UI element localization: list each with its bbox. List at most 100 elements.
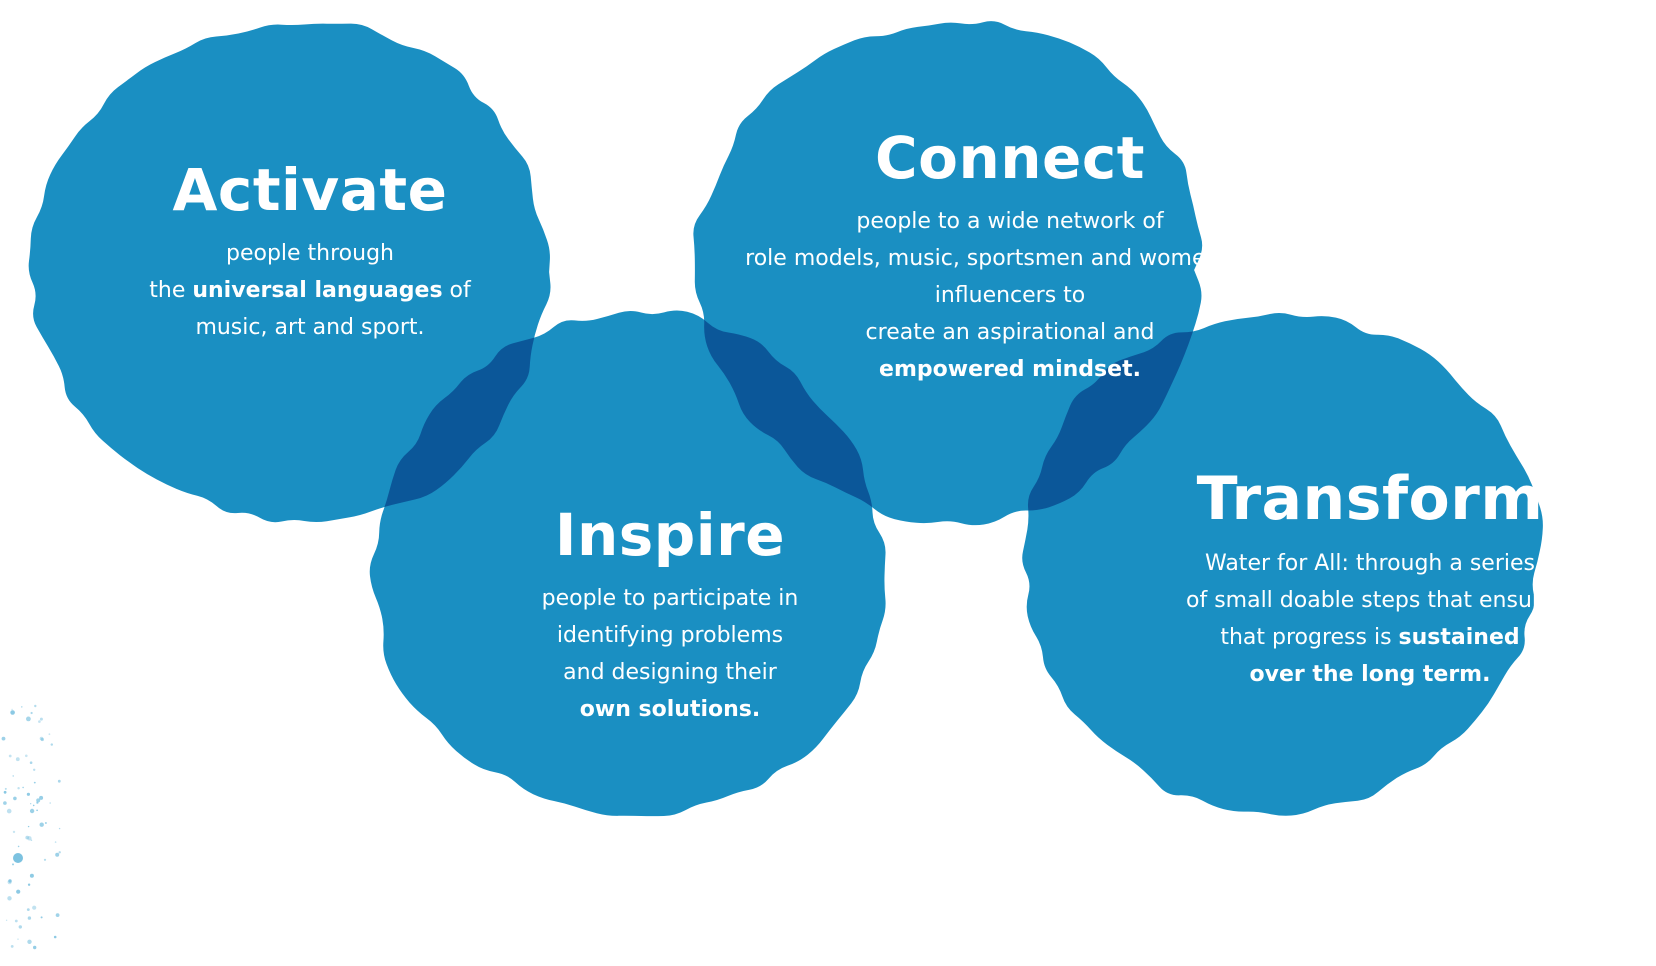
speckle-dot: [5, 919, 8, 921]
speckle-dot: [1, 736, 6, 741]
emphasis-text: sustained: [1398, 625, 1520, 650]
connect-transform-overlap: [1022, 312, 1203, 526]
speckle-dot: [12, 830, 16, 834]
description-line: influencers to: [730, 277, 1290, 314]
description-line: of small doable steps that ensure: [1130, 582, 1610, 619]
body-text: create an aspirational and: [865, 319, 1155, 345]
speckle-dot: [22, 786, 24, 789]
speckle-dot: [10, 945, 14, 948]
description-line: music, art and sport.: [100, 309, 520, 346]
speckle-dot: [25, 754, 28, 758]
connect-description: people to a wide network of role models, …: [730, 203, 1290, 388]
speckle-dot: [40, 737, 44, 742]
body-text: role models, music, sportsmen and women,…: [745, 245, 1275, 271]
speckle-dot: [13, 853, 23, 863]
speckle-dot: [6, 808, 12, 814]
speckle-dot: [25, 835, 30, 840]
speckle-dot: [27, 825, 30, 828]
connect-title: Connect: [875, 124, 1145, 192]
speckle-dot: [26, 716, 31, 722]
speckle-dot: [54, 841, 57, 843]
speckle-dot: [30, 839, 33, 841]
speckle-dot: [21, 706, 23, 708]
speckle-dot: [10, 710, 15, 715]
activate-description: people through the universal languages of…: [100, 235, 520, 346]
speckle-dot: [36, 798, 41, 803]
speckle-dot: [33, 768, 36, 771]
body-text: Water for All: through a series: [1204, 551, 1535, 576]
speckle-dot: [14, 919, 18, 923]
description-line: people to a wide network of: [730, 203, 1290, 240]
speckle-dot: [12, 775, 14, 777]
speckle-dot: [18, 925, 22, 929]
speckle-dot: [43, 858, 47, 861]
speckle-dot: [39, 795, 44, 800]
speckle-dot: [8, 754, 12, 758]
speckle-dot: [12, 863, 14, 866]
speckle-dot: [29, 808, 35, 814]
description-line: and designing their: [470, 654, 870, 691]
description-line: that progress is sustained: [1130, 619, 1610, 656]
description-line: create an aspirational and: [730, 314, 1290, 351]
transform-block: Transform Water for All: through a serie…: [1130, 468, 1610, 693]
speckle-dot: [39, 822, 44, 827]
speckle-dot: [3, 790, 7, 794]
body-text: that progress is: [1220, 625, 1399, 650]
speckle-dot: [39, 717, 43, 721]
description-line: people through: [100, 235, 520, 272]
speckle-dot: [30, 711, 33, 715]
speckle-dot: [3, 801, 7, 805]
speckle-dot: [33, 945, 37, 950]
speckle-dot: [16, 889, 21, 894]
speckle-dot: [32, 804, 35, 807]
speckle-dot: [27, 836, 32, 841]
activate-title: Activate: [172, 156, 448, 224]
inspire-title: Inspire: [554, 501, 786, 569]
speckle-dot: [7, 896, 12, 901]
description-line: over the long term.: [1130, 656, 1610, 693]
speckle-dot: [30, 803, 32, 805]
speckle-dot: [32, 905, 37, 910]
description-line: empowered mindset.: [730, 351, 1290, 388]
body-text: of small doable steps that ensure: [1186, 588, 1554, 613]
description-line: Water for All: through a series: [1130, 545, 1610, 582]
body-text: people through: [225, 240, 394, 266]
speckle-dot: [17, 845, 20, 848]
speckle-dot: [40, 916, 43, 919]
speckle-dot: [58, 851, 61, 854]
emphasis-text: universal languages: [192, 277, 443, 303]
speckle-dot: [57, 779, 61, 783]
speckle-dot: [29, 761, 33, 764]
body-text: people to a wide network of: [856, 208, 1164, 234]
speckle-dot: [58, 827, 61, 830]
speckle-dot: [15, 757, 20, 762]
paint-speckles: [1, 704, 61, 950]
activate-blob: [28, 23, 551, 523]
speckle-dot: [11, 708, 13, 711]
speckle-dot: [29, 873, 34, 878]
speckle-dot: [8, 879, 12, 883]
speckle-dot: [39, 736, 44, 741]
speckle-dot: [34, 704, 37, 708]
speckle-dot: [27, 883, 31, 886]
description-line: the universal languages of: [100, 272, 520, 309]
speckle-dot: [13, 796, 17, 801]
speckle-dot: [38, 720, 41, 723]
speckle-dot: [36, 809, 38, 812]
description-line: people to participate in: [470, 580, 870, 617]
speckle-dot: [26, 908, 30, 911]
speckle-dot: [26, 792, 30, 796]
body-text: influencers to: [934, 282, 1086, 308]
description-line: own solutions.: [470, 691, 870, 728]
speckle-dot: [4, 787, 7, 790]
emphasis-text: over the long term.: [1249, 662, 1491, 687]
emphasis-text: own solutions.: [579, 696, 761, 722]
speckle-dot: [44, 822, 47, 824]
body-text: people to participate in: [541, 585, 799, 611]
speckle-dot: [27, 916, 32, 920]
body-text: and designing their: [563, 659, 777, 685]
